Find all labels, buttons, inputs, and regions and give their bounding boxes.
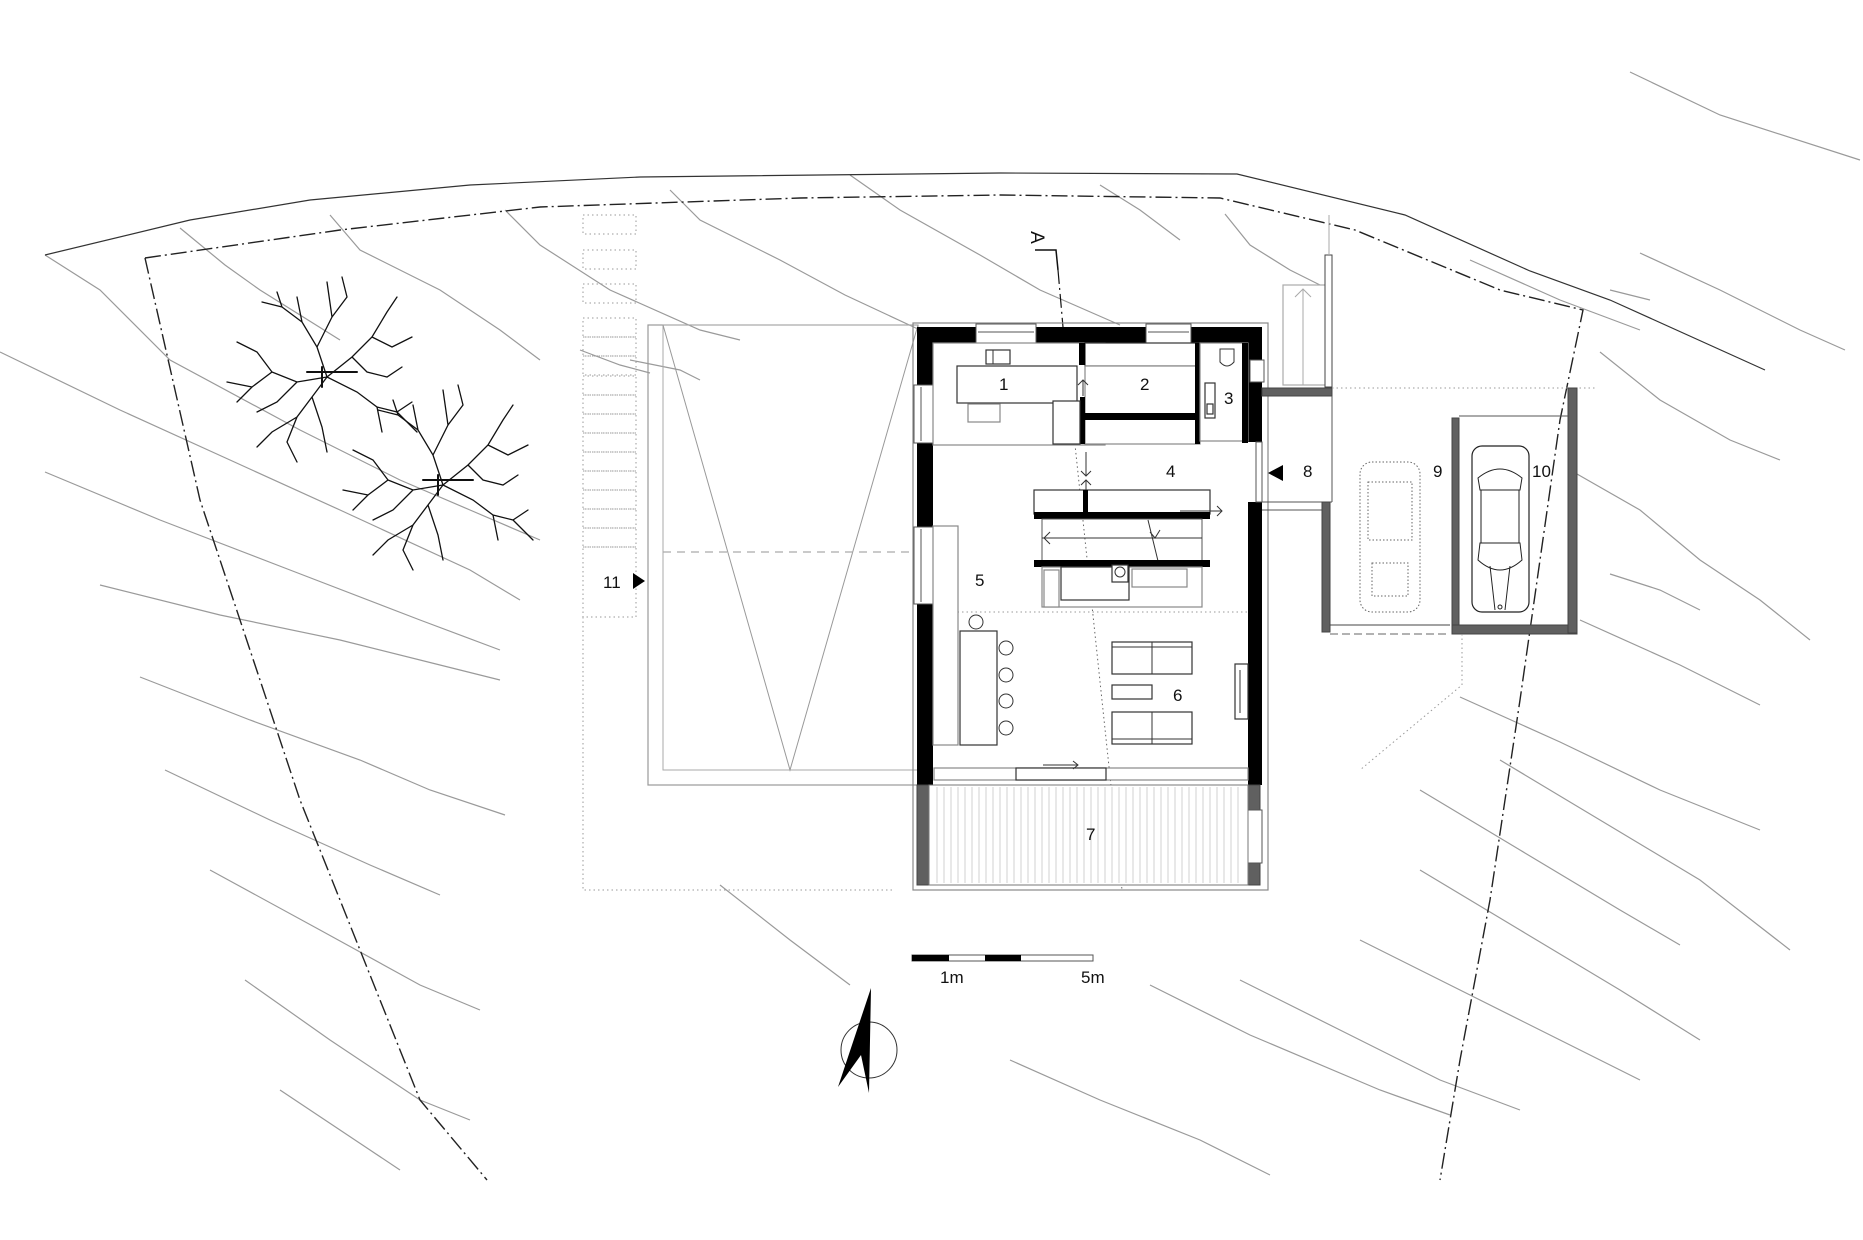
room-label-2: 2	[1140, 375, 1150, 394]
terrain-contours	[0, 71, 1861, 1176]
scale-bar-end-label: 5m	[1081, 968, 1105, 987]
room-label-6: 6	[1173, 686, 1183, 705]
room-label-3: 3	[1224, 389, 1234, 408]
parked-car-outline-icon	[1359, 461, 1421, 613]
terrace-area-11	[582, 214, 919, 891]
terrace-decking	[916, 784, 1263, 886]
scale-bar-start-label: 1m	[940, 968, 964, 987]
room-label-10: 10	[1532, 462, 1551, 481]
entry-arrow-8-icon	[1268, 465, 1283, 481]
scale-bar	[911, 954, 1094, 962]
tree-icon	[342, 384, 534, 571]
car-icon	[1471, 445, 1530, 613]
room-label-8: 8	[1303, 462, 1313, 481]
north-arrow-icon	[838, 988, 898, 1093]
room-label-1: 1	[999, 375, 1009, 394]
garage	[1261, 215, 1595, 771]
section-marker-label: A	[1025, 231, 1047, 244]
room-label-7: 7	[1086, 825, 1096, 844]
tree-icon	[226, 276, 418, 463]
house	[912, 322, 1269, 891]
room-label-9: 9	[1433, 462, 1443, 481]
room-label-4: 4	[1166, 462, 1176, 481]
room-label-11: 11	[603, 573, 621, 592]
room-label-5: 5	[975, 571, 985, 590]
property-boundary	[44, 172, 1766, 1181]
parking-stripes	[582, 214, 637, 618]
entry-arrow-11-icon	[633, 573, 645, 589]
